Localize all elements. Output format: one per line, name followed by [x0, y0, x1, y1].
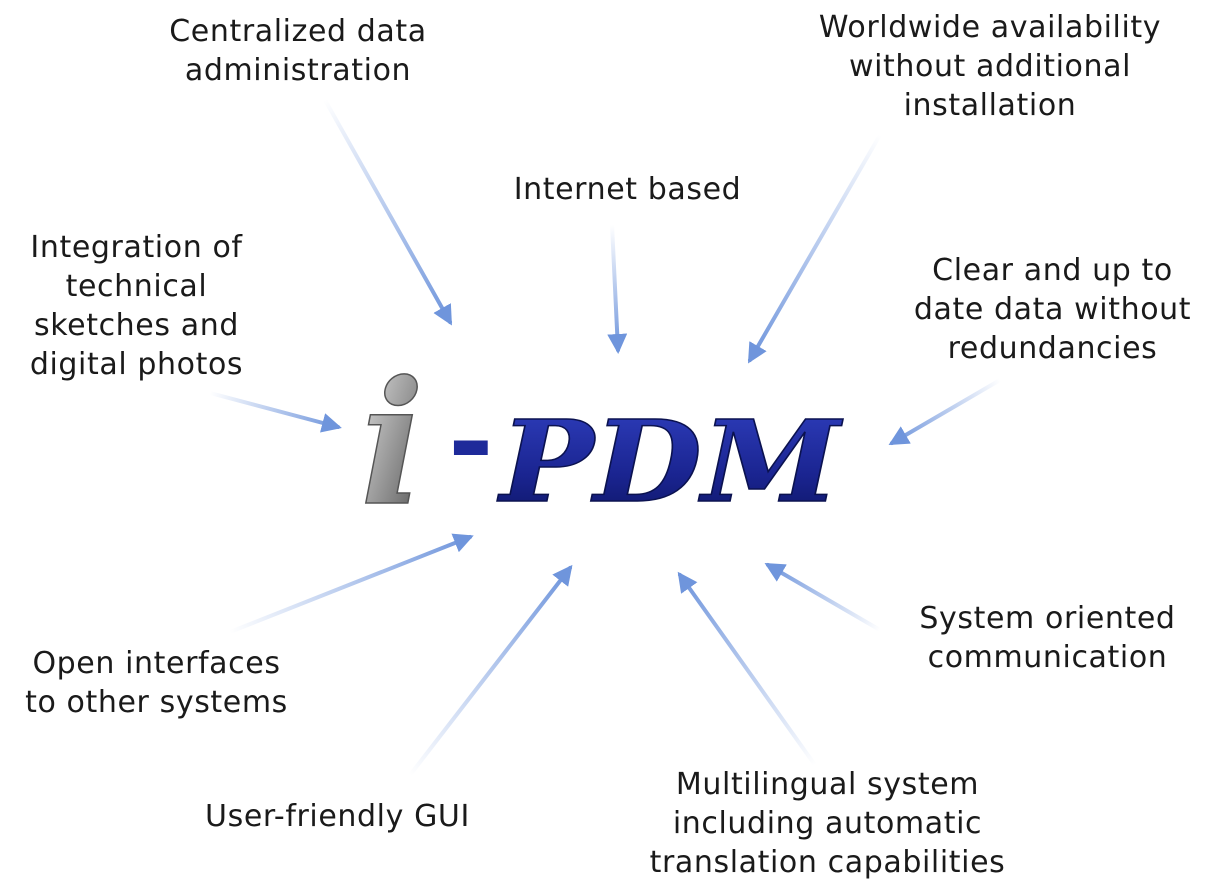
feature-line: System oriented	[919, 601, 1176, 636]
arrow-multilingual	[677, 571, 817, 767]
feature-line: translation capabilities	[649, 845, 1006, 880]
feature-line: technical	[65, 269, 208, 304]
feature-worldwide: Worldwide availability without additiona…	[785, 8, 1195, 125]
logo-i: i	[360, 365, 425, 525]
arrow-open	[228, 533, 474, 634]
feature-line: communication	[927, 640, 1168, 675]
feature-open: Open interfaces to other systems	[4, 644, 309, 722]
feature-gui: User-friendly GUI	[175, 797, 500, 836]
arrow-clear	[888, 378, 1002, 446]
feature-line: including automatic	[672, 806, 983, 841]
feature-line: User-friendly GUI	[205, 799, 470, 834]
arrow-internet	[607, 223, 628, 354]
feature-internet: Internet based	[490, 170, 765, 209]
feature-line: date data without	[913, 292, 1192, 327]
feature-integration: Integration of technical sketches and di…	[4, 228, 269, 384]
feature-line: Internet based	[513, 172, 742, 207]
feature-line: without additional	[848, 49, 1132, 84]
feature-centralized: Centralized data administration	[148, 12, 448, 90]
logo-pdm: PDM	[497, 397, 844, 525]
feature-line: sketches and	[34, 308, 239, 343]
feature-line: Centralized data	[169, 14, 427, 49]
feature-line: to other systems	[25, 685, 288, 720]
arrow-integration	[208, 391, 342, 433]
feature-line: digital photos	[29, 347, 244, 382]
feature-line: Clear and up to	[932, 253, 1173, 288]
feature-line: administration	[184, 53, 412, 88]
feature-system: System oriented communication	[895, 599, 1200, 677]
feature-line: redundancies	[947, 331, 1158, 366]
feature-line: Multilingual system	[675, 767, 980, 802]
feature-multilingual: Multilingual system including automatic …	[615, 765, 1040, 882]
arrow-centralized	[323, 98, 452, 326]
arrow-gui	[408, 564, 573, 777]
feature-line: Open interfaces	[32, 646, 281, 681]
logo-dash: -	[448, 374, 494, 503]
feature-line: installation	[903, 88, 1077, 123]
feature-clear: Clear and up to date data without redund…	[900, 251, 1205, 368]
arrow-worldwide	[747, 133, 882, 364]
feature-line: Worldwide availability	[818, 10, 1162, 45]
arrow-system	[764, 562, 882, 632]
feature-line: Integration of	[30, 230, 243, 265]
ipdm-logo: i - PDM	[360, 365, 844, 525]
